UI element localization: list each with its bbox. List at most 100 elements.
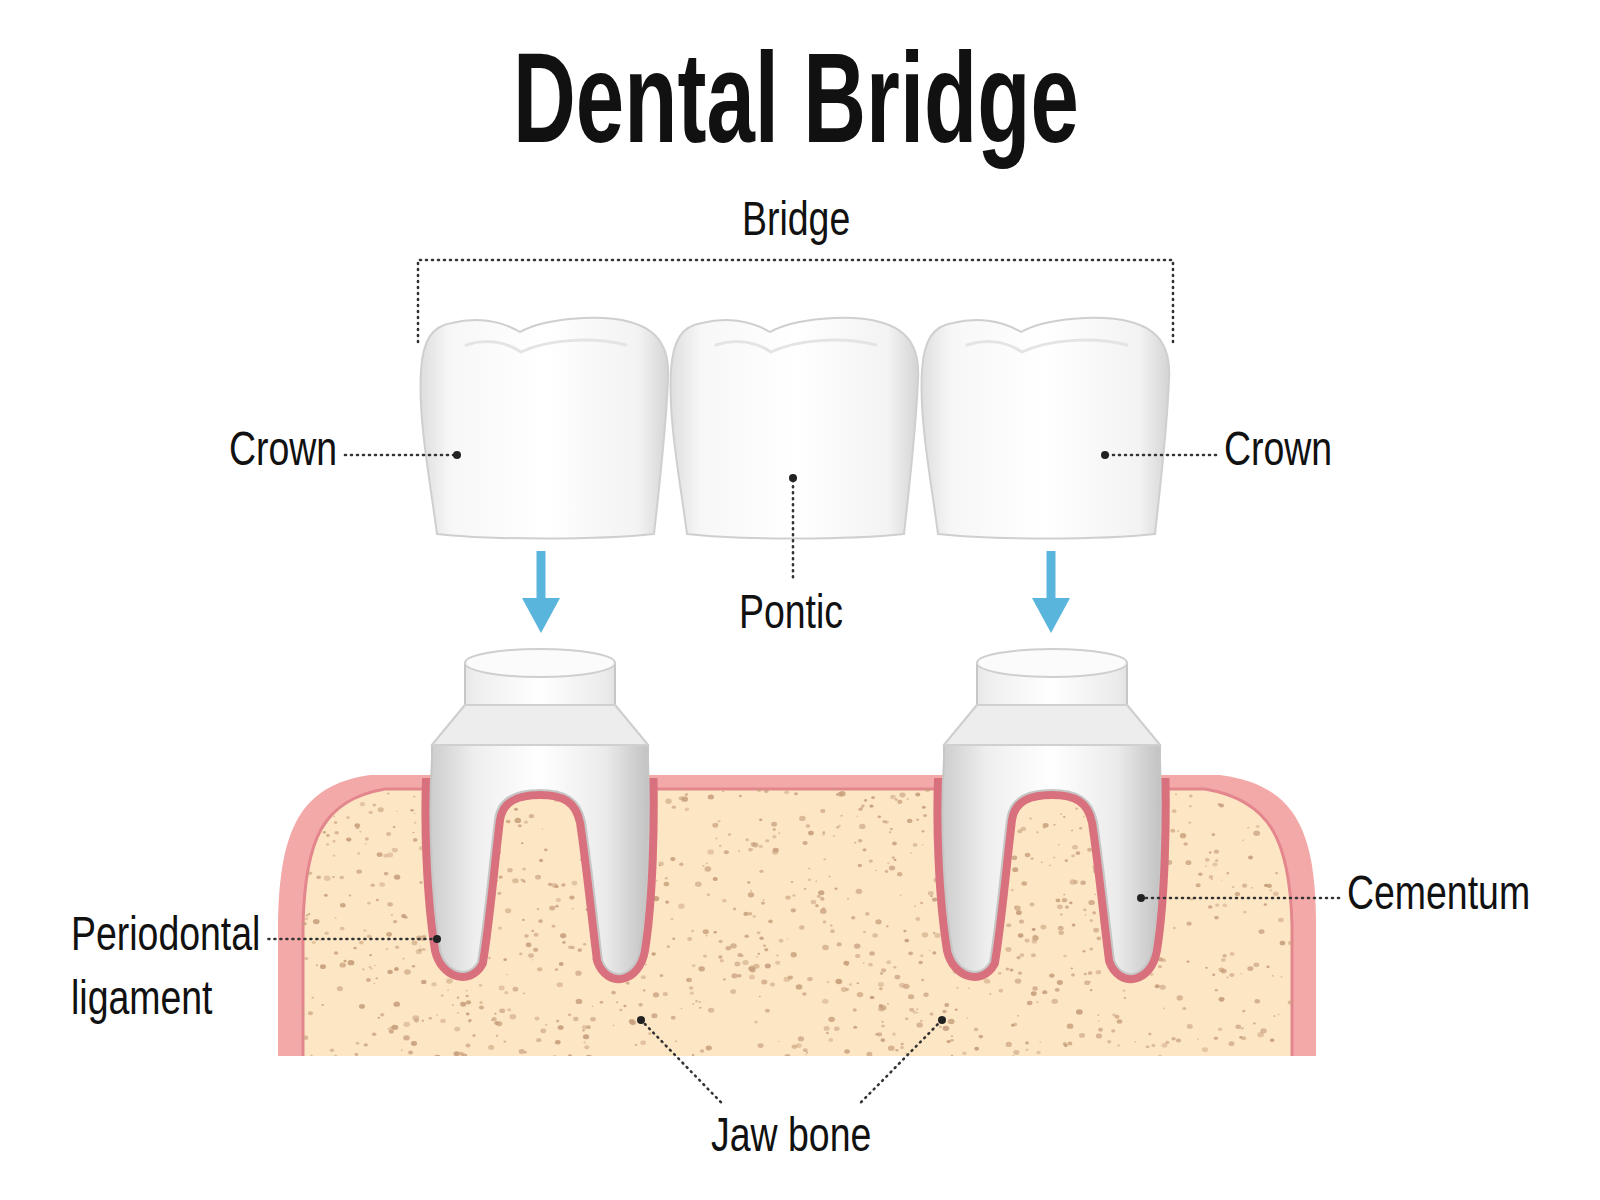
bone-speckle [759, 845, 763, 848]
bone-speckle [466, 1013, 470, 1016]
bone-speckle [1011, 889, 1014, 892]
bone-speckle [386, 832, 391, 836]
bone-speckle [310, 1055, 312, 1057]
bone-speckle [590, 1017, 596, 1022]
bone-speckle [1278, 1014, 1280, 1015]
bone-speckle [773, 828, 776, 830]
bone-speckle [1032, 928, 1035, 930]
bone-speckle [1020, 953, 1025, 957]
bone-speckle [1214, 916, 1219, 920]
bone-speckle [460, 1002, 466, 1007]
bone-speckle [747, 881, 750, 884]
bone-speckle [690, 992, 694, 995]
bone-speckle [303, 1035, 308, 1039]
bone-speckle [726, 946, 731, 950]
bone-speckle [907, 819, 912, 823]
bone-speckle [849, 983, 852, 985]
bone-speckle [886, 925, 889, 927]
bone-speckle [506, 974, 508, 975]
bone-speckle [1182, 1007, 1186, 1010]
bone-speckle [533, 948, 538, 952]
bone-speckle [686, 793, 688, 795]
bone-speckle [779, 939, 784, 943]
bone-speckle [686, 979, 689, 981]
bone-speckle [1289, 883, 1292, 886]
bone-speckle [858, 839, 862, 842]
bone-speckle [514, 808, 518, 811]
bone-speckle [1072, 845, 1078, 849]
bone-speckle [498, 926, 502, 929]
bone-speckle [301, 788, 306, 792]
bone-speckle [1163, 1008, 1165, 1010]
bone-speckle [1092, 911, 1096, 914]
bone-speckle [549, 906, 555, 911]
bone-speckle [923, 814, 927, 817]
bone-speckle [298, 1006, 304, 1011]
bone-speckle [863, 931, 866, 933]
bone-speckle [887, 862, 889, 864]
bone-speckle [685, 785, 690, 789]
placement-arrow [1032, 551, 1070, 633]
bone-speckle [765, 839, 769, 842]
bone-speckle [820, 909, 827, 914]
bone-speckle [592, 1006, 594, 1007]
bone-speckle [759, 996, 761, 998]
part-label: Pontic [739, 583, 843, 641]
bone-speckle [537, 967, 542, 971]
bone-speckle [572, 908, 574, 909]
bone-speckle [974, 1047, 979, 1051]
bone-speckle [806, 824, 810, 828]
bone-speckle [1198, 872, 1203, 876]
bone-speckle [858, 808, 862, 812]
leader-line [641, 1020, 721, 1102]
arrow-shaft [1047, 551, 1056, 602]
bone-speckle [1124, 997, 1126, 999]
bone-speckle [1014, 906, 1017, 908]
bone-speckle [1021, 827, 1027, 831]
bone-speckle [304, 957, 308, 960]
bone-speckle [667, 945, 670, 948]
bone-speckle [788, 975, 793, 979]
bone-speckle [1006, 1042, 1012, 1047]
bone-speckle [616, 1001, 618, 1003]
bone-speckle [1079, 1033, 1085, 1038]
bone-speckle [731, 973, 737, 978]
bone-speckle [713, 931, 716, 934]
bone-speckle [682, 798, 684, 800]
bone-speckle [1093, 928, 1099, 933]
bone-speckle [556, 1020, 559, 1023]
bone-speckle [1205, 858, 1210, 862]
bone-speckle [835, 979, 842, 984]
bone-speckle [799, 816, 806, 821]
bone-speckle [384, 872, 389, 876]
bone-speckle [763, 899, 765, 901]
bone-speckle [600, 1001, 603, 1004]
bone-speckle [1242, 840, 1244, 841]
bone-speckle [298, 875, 303, 879]
bone-speckle [672, 805, 676, 808]
bone-speckle [925, 788, 930, 792]
bone-speckle [519, 1049, 525, 1054]
bone-speckle [956, 987, 959, 989]
bone-speckle [1281, 976, 1283, 977]
bone-speckle [452, 1004, 454, 1006]
bone-speckle [314, 810, 317, 812]
bone-speckle [706, 863, 708, 865]
bone-speckle [915, 917, 920, 921]
bone-speckle [1025, 853, 1031, 857]
bone-speckle [374, 983, 376, 984]
bone-speckle [542, 828, 544, 829]
bone-speckle [497, 892, 501, 895]
bone-speckle [718, 940, 722, 943]
bone-speckle [1071, 973, 1075, 976]
bone-speckle [870, 996, 874, 999]
leader-dot [433, 935, 441, 943]
bone-speckle [1053, 824, 1055, 826]
bone-speckle [369, 954, 372, 956]
bone-speckle [429, 1017, 432, 1020]
bone-speckle [393, 826, 396, 828]
bone-speckle [670, 918, 673, 921]
bone-speckle [640, 1041, 646, 1045]
bone-speckle [951, 1035, 953, 1037]
